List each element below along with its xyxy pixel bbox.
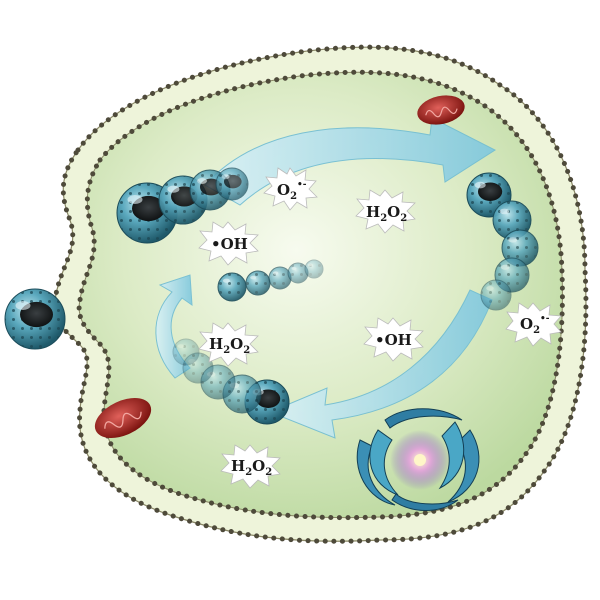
burst-h2o2-bottom <box>220 444 281 489</box>
nanoparticle-highlight <box>508 237 518 243</box>
nanoparticle-icon <box>480 279 512 311</box>
label-hydroxyl-right: •OH <box>375 331 412 349</box>
nanoparticle-icon <box>304 259 324 279</box>
organelle-core <box>414 454 426 466</box>
nanoparticle-highlight <box>499 208 510 215</box>
nanoparticle-highlight <box>167 185 180 193</box>
mitochondrion-icon <box>94 95 465 438</box>
label-hydrogen-peroxide-top: H2O2 <box>366 203 407 224</box>
nanoparticle-group <box>4 167 539 425</box>
nanoparticle-pores <box>246 271 270 295</box>
nanoparticle-icon <box>217 272 247 302</box>
nanoparticle-highlight <box>222 278 230 283</box>
nanoparticle-icon <box>172 338 200 366</box>
organelle-fold-5 <box>384 408 463 429</box>
nanoparticle-icon <box>245 270 271 296</box>
nanoparticle-icon <box>4 288 66 350</box>
mito-cristae-top <box>425 106 458 118</box>
nanoparticle-icon <box>287 262 309 284</box>
nanoparticle-pores <box>305 260 323 278</box>
burst-o2-right <box>505 302 562 347</box>
nanoparticle-icon <box>215 167 249 201</box>
nanoparticle-highlight <box>500 264 510 270</box>
nanoparticle-core <box>224 174 242 189</box>
nanoparticle-pores <box>481 280 511 310</box>
label-superoxide: O2•- <box>277 180 307 202</box>
nanoparticle-highlight <box>197 178 207 184</box>
burst-oh-right <box>363 317 424 362</box>
organelle-fold-4 <box>438 421 465 490</box>
nanoparticle-highlight <box>127 195 143 204</box>
mitochondrion-top <box>417 95 465 125</box>
cycle-arrow-bottom <box>268 289 493 439</box>
nanoparticle-pores <box>173 339 199 365</box>
nanoparticle-highlight <box>15 301 31 310</box>
nanoparticle-highlight <box>177 344 185 349</box>
burst-oh-left <box>198 221 259 266</box>
label-hydrogen-peroxide-bottom: H2O2 <box>231 457 272 478</box>
nanoparticle-highlight <box>308 263 313 267</box>
nanoparticle-highlight <box>486 286 494 291</box>
nanoparticle-highlight <box>272 271 279 275</box>
burst-o2-top <box>263 167 318 211</box>
nanoparticle-highlight <box>474 181 486 189</box>
nanoparticle-icon <box>492 200 532 240</box>
starburst-icon <box>198 167 562 489</box>
nanoparticle-highlight <box>291 267 297 270</box>
nanoparticle-highlight <box>250 275 257 280</box>
nanoparticle-pores <box>218 273 246 301</box>
label-hydrogen-peroxide-mid: H2O2 <box>209 335 250 356</box>
burst-h2o2-top <box>355 189 416 234</box>
nanoparticle-pores <box>288 263 308 283</box>
burst-h2o-mid <box>198 322 259 367</box>
nanoparticle-icon <box>501 229 539 267</box>
label-superoxide-outside: O2•- <box>520 314 550 336</box>
nanoparticle-highlight <box>221 174 230 180</box>
mito-cristae-bottom <box>104 411 142 429</box>
nanoparticle-pores <box>269 267 291 289</box>
organelle-fold-6 <box>391 493 459 511</box>
label-hydroxyl-left: •OH <box>211 235 248 253</box>
nucleus-organelle-icon <box>356 408 480 511</box>
organelle-fold-1 <box>356 439 396 506</box>
nanoparticle-icon <box>268 266 292 290</box>
